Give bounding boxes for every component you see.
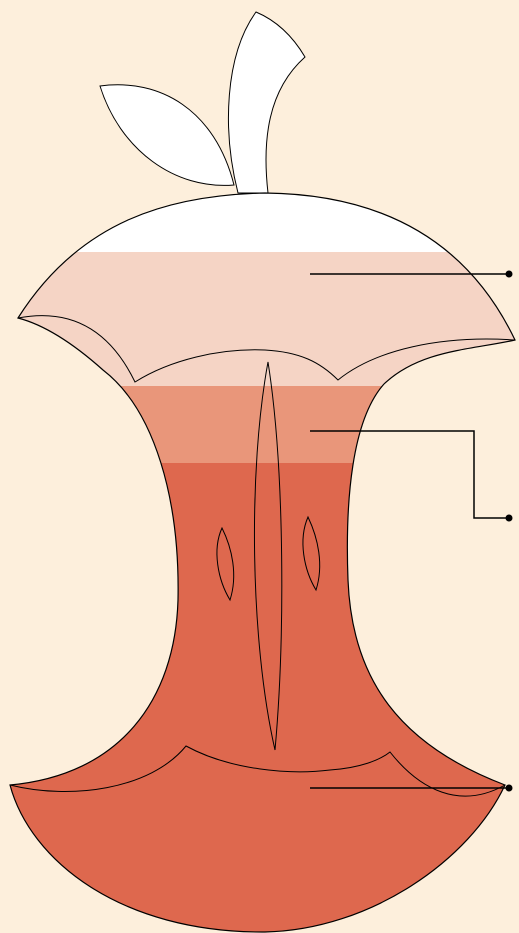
callout-1-dot <box>506 271 513 278</box>
callout-3-dot <box>506 785 513 792</box>
callout-2-dot <box>506 515 513 522</box>
